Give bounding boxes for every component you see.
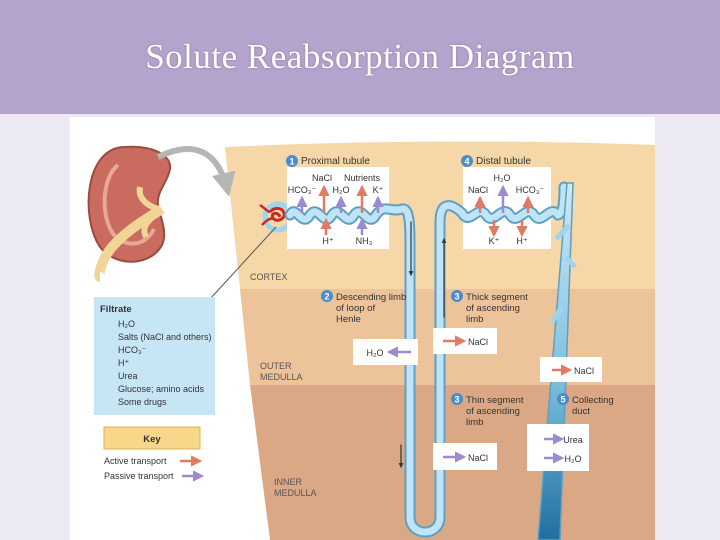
zoom-arrow (156, 146, 236, 197)
svg-text:of ascending: of ascending (466, 406, 520, 417)
svg-text:Urea: Urea (563, 435, 583, 445)
svg-text:Collecting: Collecting (572, 395, 614, 406)
outer-medulla-label-2: MEDULLA (260, 372, 303, 382)
svg-text:Some drugs: Some drugs (118, 397, 167, 407)
svg-text:HCO₃⁻: HCO₃⁻ (288, 185, 317, 195)
distal-label: Distal tubule (476, 156, 531, 167)
callout-line (209, 226, 277, 300)
distal-number: 4 (464, 157, 469, 167)
svg-text:3: 3 (454, 395, 459, 405)
filtrate-title: Filtrate (100, 304, 132, 315)
svg-text:H₂O: H₂O (367, 348, 384, 358)
svg-text:K⁺: K⁺ (373, 185, 384, 195)
svg-text:K⁺: K⁺ (489, 236, 500, 246)
key-title: Key (143, 434, 161, 445)
inner-medulla-label-2: MEDULLA (274, 488, 317, 498)
collecting-duct-section: NaCl 5 Collecting duct Urea H₂O (527, 357, 614, 471)
svg-text:NaCl: NaCl (574, 366, 594, 376)
svg-text:5: 5 (560, 395, 565, 405)
svg-text:H₂O: H₂O (118, 319, 135, 329)
proximal-number: 1 (289, 157, 294, 167)
svg-text:NaCl: NaCl (468, 337, 488, 347)
svg-text:2: 2 (324, 292, 329, 302)
svg-text:Active transport: Active transport (104, 456, 167, 466)
descending-limb-section: 2 Descending limb of loop of Henle H₂O (321, 290, 418, 365)
svg-text:of ascending: of ascending (466, 303, 520, 314)
svg-text:NaCl: NaCl (312, 173, 332, 183)
svg-text:H⁺: H⁺ (322, 236, 333, 246)
cortex-label: CORTEX (250, 272, 287, 282)
svg-text:Thin segment: Thin segment (466, 395, 524, 406)
filtrate-legend: Filtrate H₂O Salts (NaCl and others) HCO… (94, 297, 215, 415)
svg-text:NH₃: NH₃ (356, 236, 373, 246)
svg-text:H₂O: H₂O (494, 173, 511, 183)
svg-text:Nutrients: Nutrients (344, 173, 381, 183)
svg-text:H⁺: H⁺ (516, 236, 527, 246)
slide-title: Solute Reabsorption Diagram (145, 37, 575, 76)
thick-ascending-section: 3 Thick segment of ascending limb NaCl (433, 290, 528, 354)
svg-text:H⁺: H⁺ (118, 358, 129, 368)
svg-text:limb: limb (466, 314, 483, 325)
proximal-label: Proximal tubule (301, 156, 370, 167)
title-bar: Solute Reabsorption Diagram (0, 0, 720, 114)
svg-text:Passive transport: Passive transport (104, 471, 174, 481)
kidney-illustration (87, 145, 172, 282)
transport-key: Key Active transport Passive transport (103, 426, 205, 482)
inner-medulla-label-1: INNER (274, 477, 303, 487)
svg-text:Glucose; amino acids: Glucose; amino acids (118, 384, 205, 394)
outer-medulla-label-1: OUTER (260, 361, 292, 371)
svg-text:HCO₃⁻: HCO₃⁻ (516, 185, 545, 195)
nephron-tubule (284, 181, 570, 538)
svg-text:3: 3 (454, 292, 459, 302)
svg-text:of loop of: of loop of (336, 303, 375, 314)
thin-ascending-section: 3 Thin segment of ascending limb NaCl (433, 393, 524, 470)
svg-text:limb: limb (466, 417, 483, 428)
svg-text:Descending limb: Descending limb (336, 292, 406, 303)
svg-text:Urea: Urea (118, 371, 138, 381)
svg-text:Thick segment: Thick segment (466, 292, 528, 303)
svg-text:duct: duct (572, 406, 590, 417)
proximal-tubule-section: 1 Proximal tubule NaCl Nutrients HCO₃⁻ H… (286, 155, 384, 246)
svg-text:Salts (NaCl and others): Salts (NaCl and others) (118, 332, 212, 342)
svg-text:HCO₃⁻: HCO₃⁻ (118, 345, 147, 355)
svg-text:H₂O: H₂O (565, 454, 582, 464)
svg-text:NaCl: NaCl (468, 453, 488, 463)
svg-text:Henle: Henle (336, 314, 361, 325)
nephron-diagram: 1 Proximal tubule NaCl Nutrients HCO₃⁻ H… (70, 117, 655, 540)
svg-text:NaCl: NaCl (468, 185, 488, 195)
distal-tubule-section: 4 Distal tubule H₂O NaCl HCO₃⁻ K⁺ H⁺ (461, 155, 544, 246)
svg-text:H₂O: H₂O (333, 185, 350, 195)
